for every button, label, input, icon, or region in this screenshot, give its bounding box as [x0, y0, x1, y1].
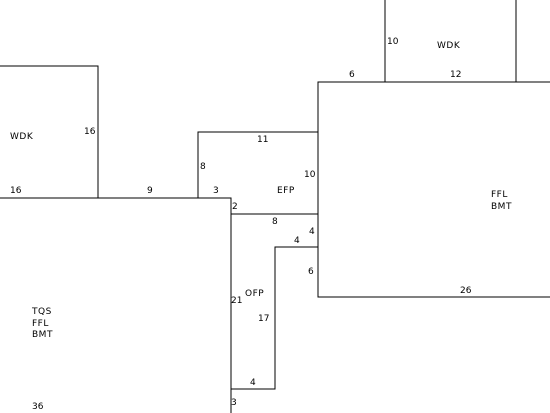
dimension-label: 21: [231, 296, 242, 306]
dimension-label: 36: [32, 402, 44, 412]
room-label-tqs-bmt: BMT: [32, 330, 53, 340]
room-label-wdk-top: WDK: [437, 41, 461, 51]
room-label-wdk-left: WDK: [10, 132, 34, 142]
dimension-label: 16: [84, 127, 96, 137]
room-label-efp: EFP: [277, 186, 295, 196]
dimension-label: 10: [304, 170, 316, 180]
dimension-label: 9: [147, 186, 153, 196]
dimension-label: 4: [309, 227, 315, 237]
ffl-outline: [317, 81, 550, 298]
room-label-tqs: TQS: [31, 307, 52, 317]
dimension-label: 4: [250, 378, 256, 388]
dimension-label: 16: [10, 186, 22, 196]
room-label-tqs-ffl: FFL: [32, 319, 49, 329]
dimension-label: 3: [231, 398, 237, 408]
room-label-bmt: BMT: [491, 202, 512, 212]
dimension-label: 8: [200, 162, 206, 172]
dimension-label: 26: [460, 286, 472, 296]
main-baseline: [0, 197, 232, 413]
dimension-label: 2: [232, 202, 238, 212]
step-outline: [231, 246, 318, 390]
dimension-label: 12: [450, 70, 461, 80]
room-label-ofp: OFP: [245, 289, 264, 299]
dimension-label: 6: [308, 267, 314, 277]
efp-outline: [197, 131, 318, 198]
dimension-label: 10: [387, 37, 399, 47]
dimension-label: 3: [213, 186, 219, 196]
dimension-label: 4: [294, 236, 300, 246]
dimension-label: 8: [272, 217, 278, 227]
dimension-label: 17: [258, 314, 269, 324]
wdk-left-outline: [0, 65, 99, 198]
dimension-label: 11: [257, 135, 268, 145]
room-label-ffl: FFL: [491, 190, 508, 200]
dimension-label: 6: [349, 70, 355, 80]
